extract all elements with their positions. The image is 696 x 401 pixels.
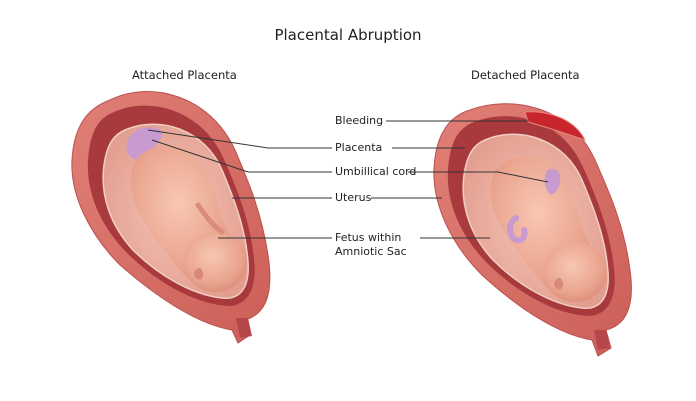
attached-placenta-heading: Attached Placenta bbox=[132, 68, 237, 82]
attached-placenta-illustration bbox=[71, 91, 271, 344]
label-fetus-within: Fetus within bbox=[335, 231, 402, 244]
leader-lines bbox=[147, 120, 549, 239]
diagram-title: Placental Abruption bbox=[274, 26, 422, 44]
label-umbilical-cord: Umbillical cord bbox=[335, 165, 417, 178]
label-placenta: Placenta bbox=[335, 141, 383, 154]
label-amniotic-sac: Amniotic Sac bbox=[335, 245, 407, 258]
detached-placenta-illustration bbox=[433, 103, 632, 357]
detached-placenta-heading: Detached Placenta bbox=[471, 68, 580, 82]
label-bleeding: Bleeding bbox=[335, 114, 384, 127]
label-uterus: Uterus bbox=[335, 191, 372, 204]
